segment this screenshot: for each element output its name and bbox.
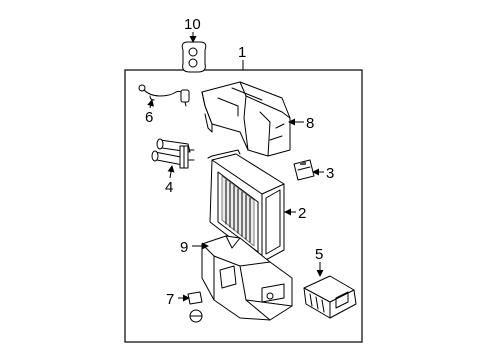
part-2-evaporator-core[interactable] [207,149,285,263]
callout-7[interactable]: 7 [166,291,174,308]
part-5-resistor[interactable] [303,275,357,319]
part-4-expansion-valve[interactable] [151,138,195,169]
callout-8[interactable]: 8 [306,115,314,132]
part-3-switch[interactable] [293,159,315,181]
part-7-clip[interactable] [187,291,203,323]
part-10-grommet[interactable] [181,41,207,73]
callout-2[interactable]: 2 [298,205,306,222]
callout-3[interactable]: 3 [326,165,334,182]
callout-6[interactable]: 6 [145,109,153,126]
part-8-upper-case[interactable] [201,81,291,157]
callout-10[interactable]: 10 [184,16,201,33]
callout-5[interactable]: 5 [315,246,323,263]
callout-9[interactable]: 9 [180,239,188,256]
part-9-lower-case[interactable] [201,235,293,321]
callout-4[interactable]: 4 [165,179,173,196]
leader-6 [147,99,154,109]
part-6-thermistor-wire[interactable] [138,84,190,107]
leader-4 [167,165,175,179]
callout-1[interactable]: 1 [238,44,246,61]
